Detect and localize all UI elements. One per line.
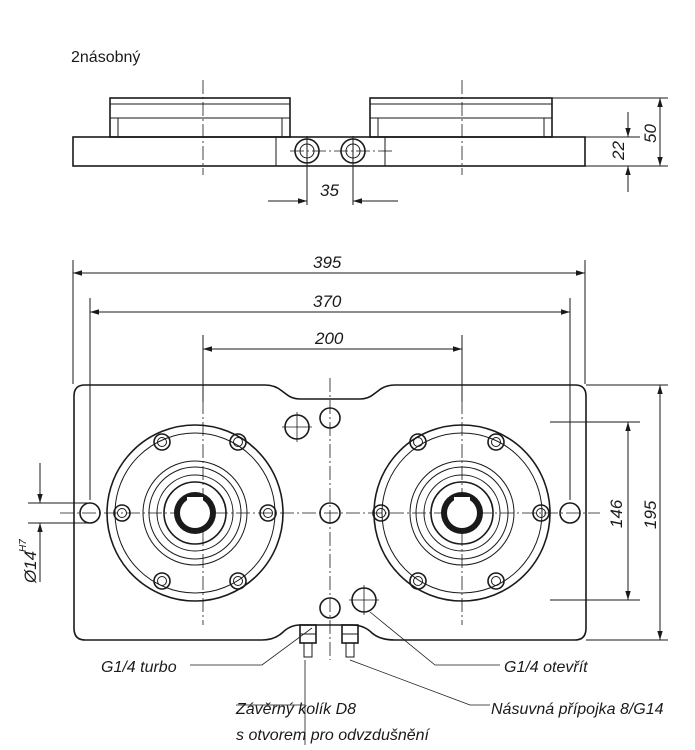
dim-width-370: 370 — [313, 292, 342, 311]
dim-depth-146: 146 — [607, 499, 626, 528]
dim-height-50: 50 — [641, 124, 660, 143]
clamping-module-left — [106, 424, 284, 602]
hole-top-center — [319, 407, 341, 429]
dim-pitch-35: 35 — [320, 181, 339, 200]
hole-bottom-center — [319, 597, 341, 619]
callout-locking-pin-line2: s otvorem pro odvzdušnění — [236, 727, 431, 744]
dim-hole-dia: Ø14 — [21, 551, 40, 584]
top-view: 395 370 200 — [18, 253, 668, 745]
dim-width-395: 395 — [313, 253, 342, 272]
side-port-left — [294, 136, 320, 205]
clamping-module-right — [372, 424, 551, 602]
dim-hole-tolerance: H7 — [18, 539, 29, 552]
dim-height-22: 22 — [609, 141, 628, 161]
side-base-plate — [72, 136, 586, 167]
base-plate-outline — [73, 384, 587, 641]
dim-depth-195: 195 — [641, 500, 660, 529]
mounting-hole-center — [319, 502, 341, 524]
side-port-right — [340, 136, 366, 205]
side-module-right — [369, 97, 553, 138]
side-module-left — [109, 97, 291, 138]
drawing-title: 2násobný — [71, 49, 140, 66]
dim-width-200: 200 — [314, 329, 344, 348]
callout-g14-open: G1/4 otevřít — [504, 659, 588, 676]
side-view: 35 22 50 — [72, 80, 668, 205]
push-in-fitting — [341, 624, 359, 658]
callout-g14-turbo: G1/4 turbo — [101, 659, 177, 676]
mounting-hole-right — [559, 502, 581, 524]
locking-pin-fitting — [299, 624, 317, 658]
callout-push-in-fitting: Násuvná přípojka 8/G14 — [491, 701, 664, 718]
mounting-holes — [79, 407, 581, 619]
callout-locking-pin-line1: Závěrný kolík D8 — [235, 701, 356, 718]
